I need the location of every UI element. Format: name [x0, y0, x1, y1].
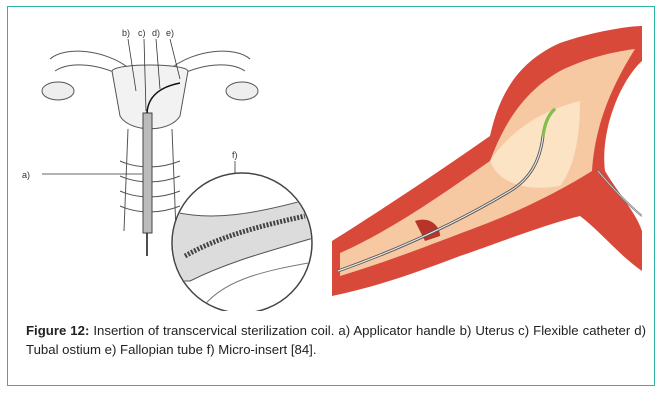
figure-caption: Figure 12: Insertion of transcervical st…	[26, 321, 646, 359]
figure-frame: b) c) d) e) a) f)	[7, 6, 655, 386]
figure-illustration: b) c) d) e) a) f)	[20, 21, 642, 311]
magnified-inset	[170, 173, 320, 311]
label-e: e)	[166, 28, 174, 38]
label-b: b)	[122, 28, 130, 38]
label-a: a)	[22, 170, 30, 180]
label-c: c)	[138, 28, 146, 38]
label-f: f)	[232, 150, 238, 160]
caption-text: Insertion of transcervical sterilization…	[26, 323, 646, 357]
uterus-3d-rendering	[332, 26, 642, 296]
caption-title: Figure 12:	[26, 323, 89, 338]
label-d: d)	[152, 28, 160, 38]
